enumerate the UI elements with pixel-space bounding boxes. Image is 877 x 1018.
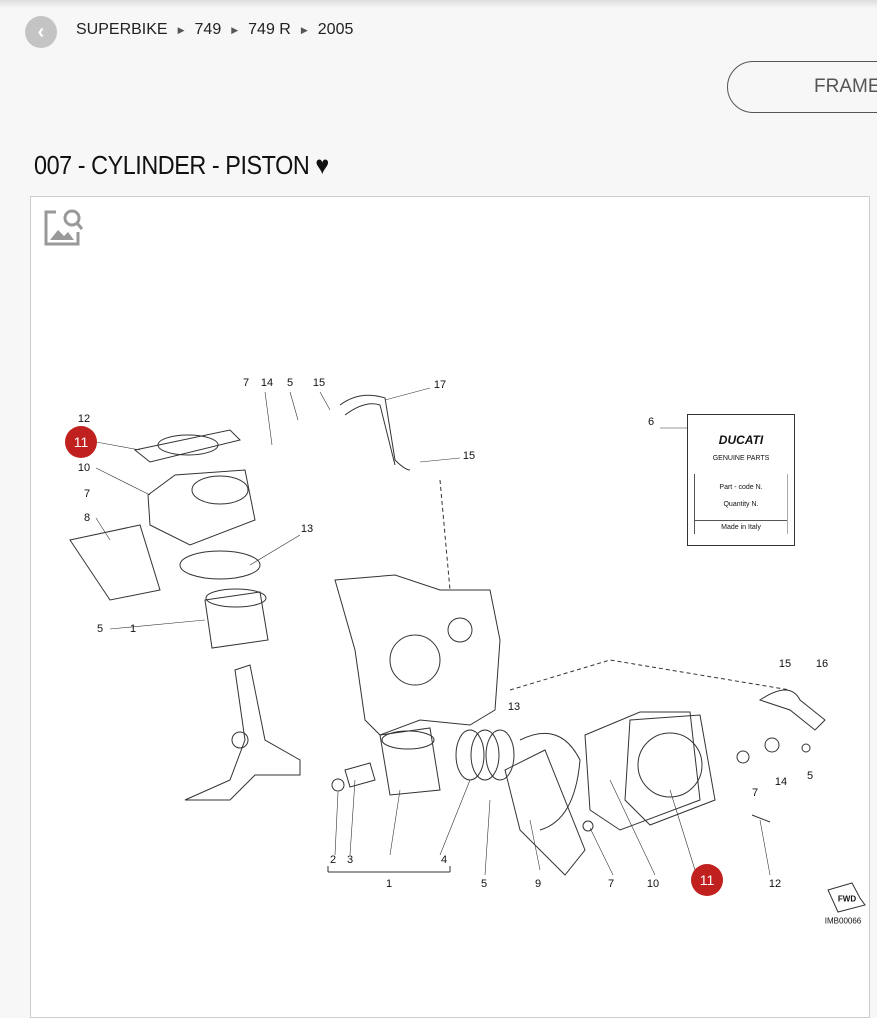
page-title[interactable]: 007 - CYLINDER - PISTON ♥ [34,150,329,181]
callout[interactable]: 16 [815,658,829,670]
caret-right-icon: ▶ [177,24,185,35]
ducati-logo-text: DUCATI [718,433,764,447]
breadcrumb-item[interactable]: SUPERBIKE [76,21,168,38]
callout[interactable]: 7 [242,377,250,389]
top-shadow [0,0,877,8]
breadcrumb: SUPERBIKE ▶ 749 ▶ 749 R ▶ 2005 [76,21,353,39]
card-part-code: Part - code N. [719,484,763,491]
cylinder-rear [327,659,826,876]
callout[interactable]: 13 [507,701,521,713]
callout[interactable]: 15 [462,450,476,462]
card-quantity: Quantity N. [723,501,759,508]
breadcrumb-item[interactable]: 749 R [248,21,291,38]
diagram-panel [30,196,870,1018]
heart-icon[interactable]: ♥ [315,150,329,180]
callout[interactable]: 1 [385,878,393,890]
caret-right-icon: ▶ [231,24,239,35]
callout[interactable]: 9 [534,878,542,890]
callout[interactable]: 1 [129,623,137,635]
callout[interactable]: 4 [440,854,448,866]
callout[interactable]: 10 [77,462,91,474]
callout[interactable]: 10 [646,878,660,890]
caret-right-icon: ▶ [300,24,308,35]
leader-lines [95,387,771,876]
callout[interactable]: 5 [96,623,104,635]
callout[interactable]: 15 [312,377,326,389]
breadcrumb-item[interactable]: 749 [194,21,222,38]
callout[interactable]: 7 [83,488,91,500]
callout[interactable]: 14 [774,776,788,788]
callout[interactable]: 7 [607,878,615,890]
card-origin: Made in Italy [695,520,787,534]
frame-button[interactable]: FRAME [727,61,877,113]
cylinder-front [69,394,411,649]
back-button[interactable]: ‹ [25,16,57,48]
chevron-left-icon: ‹ [37,21,45,43]
callout[interactable]: 2 [329,854,337,866]
callout[interactable]: 17 [433,379,447,391]
page-title-text: 007 - CYLINDER - PISTON [34,150,310,180]
drawing-code: IMB00066 [824,916,862,926]
fwd-arrow-icon [827,882,866,913]
callout[interactable]: 12 [77,413,91,425]
callout[interactable]: 15 [778,658,792,670]
callout[interactable]: 14 [260,377,274,389]
callout[interactable]: 5 [286,377,294,389]
callout[interactable]: 13 [300,523,314,535]
crankcase [334,479,501,736]
breadcrumb-item[interactable]: 2005 [317,21,354,38]
card-subtitle: GENUINE PARTS [712,455,770,462]
callout[interactable]: 3 [346,854,354,866]
highlighted-callout[interactable]: 11 [691,864,723,896]
highlighted-callout[interactable]: 11 [65,426,97,458]
callout[interactable]: 5 [480,878,488,890]
callout[interactable]: 8 [83,512,91,524]
callout[interactable]: 5 [806,770,814,782]
callout[interactable]: 7 [751,787,759,799]
callout[interactable]: 6 [647,416,655,428]
fwd-label: FWD [837,894,857,904]
image-zoom-icon[interactable] [42,206,84,248]
genuine-parts-label: DUCATI GENUINE PARTS Part - code N. Quan… [687,414,795,546]
callout[interactable]: 12 [768,878,782,890]
crankshaft [184,664,301,801]
